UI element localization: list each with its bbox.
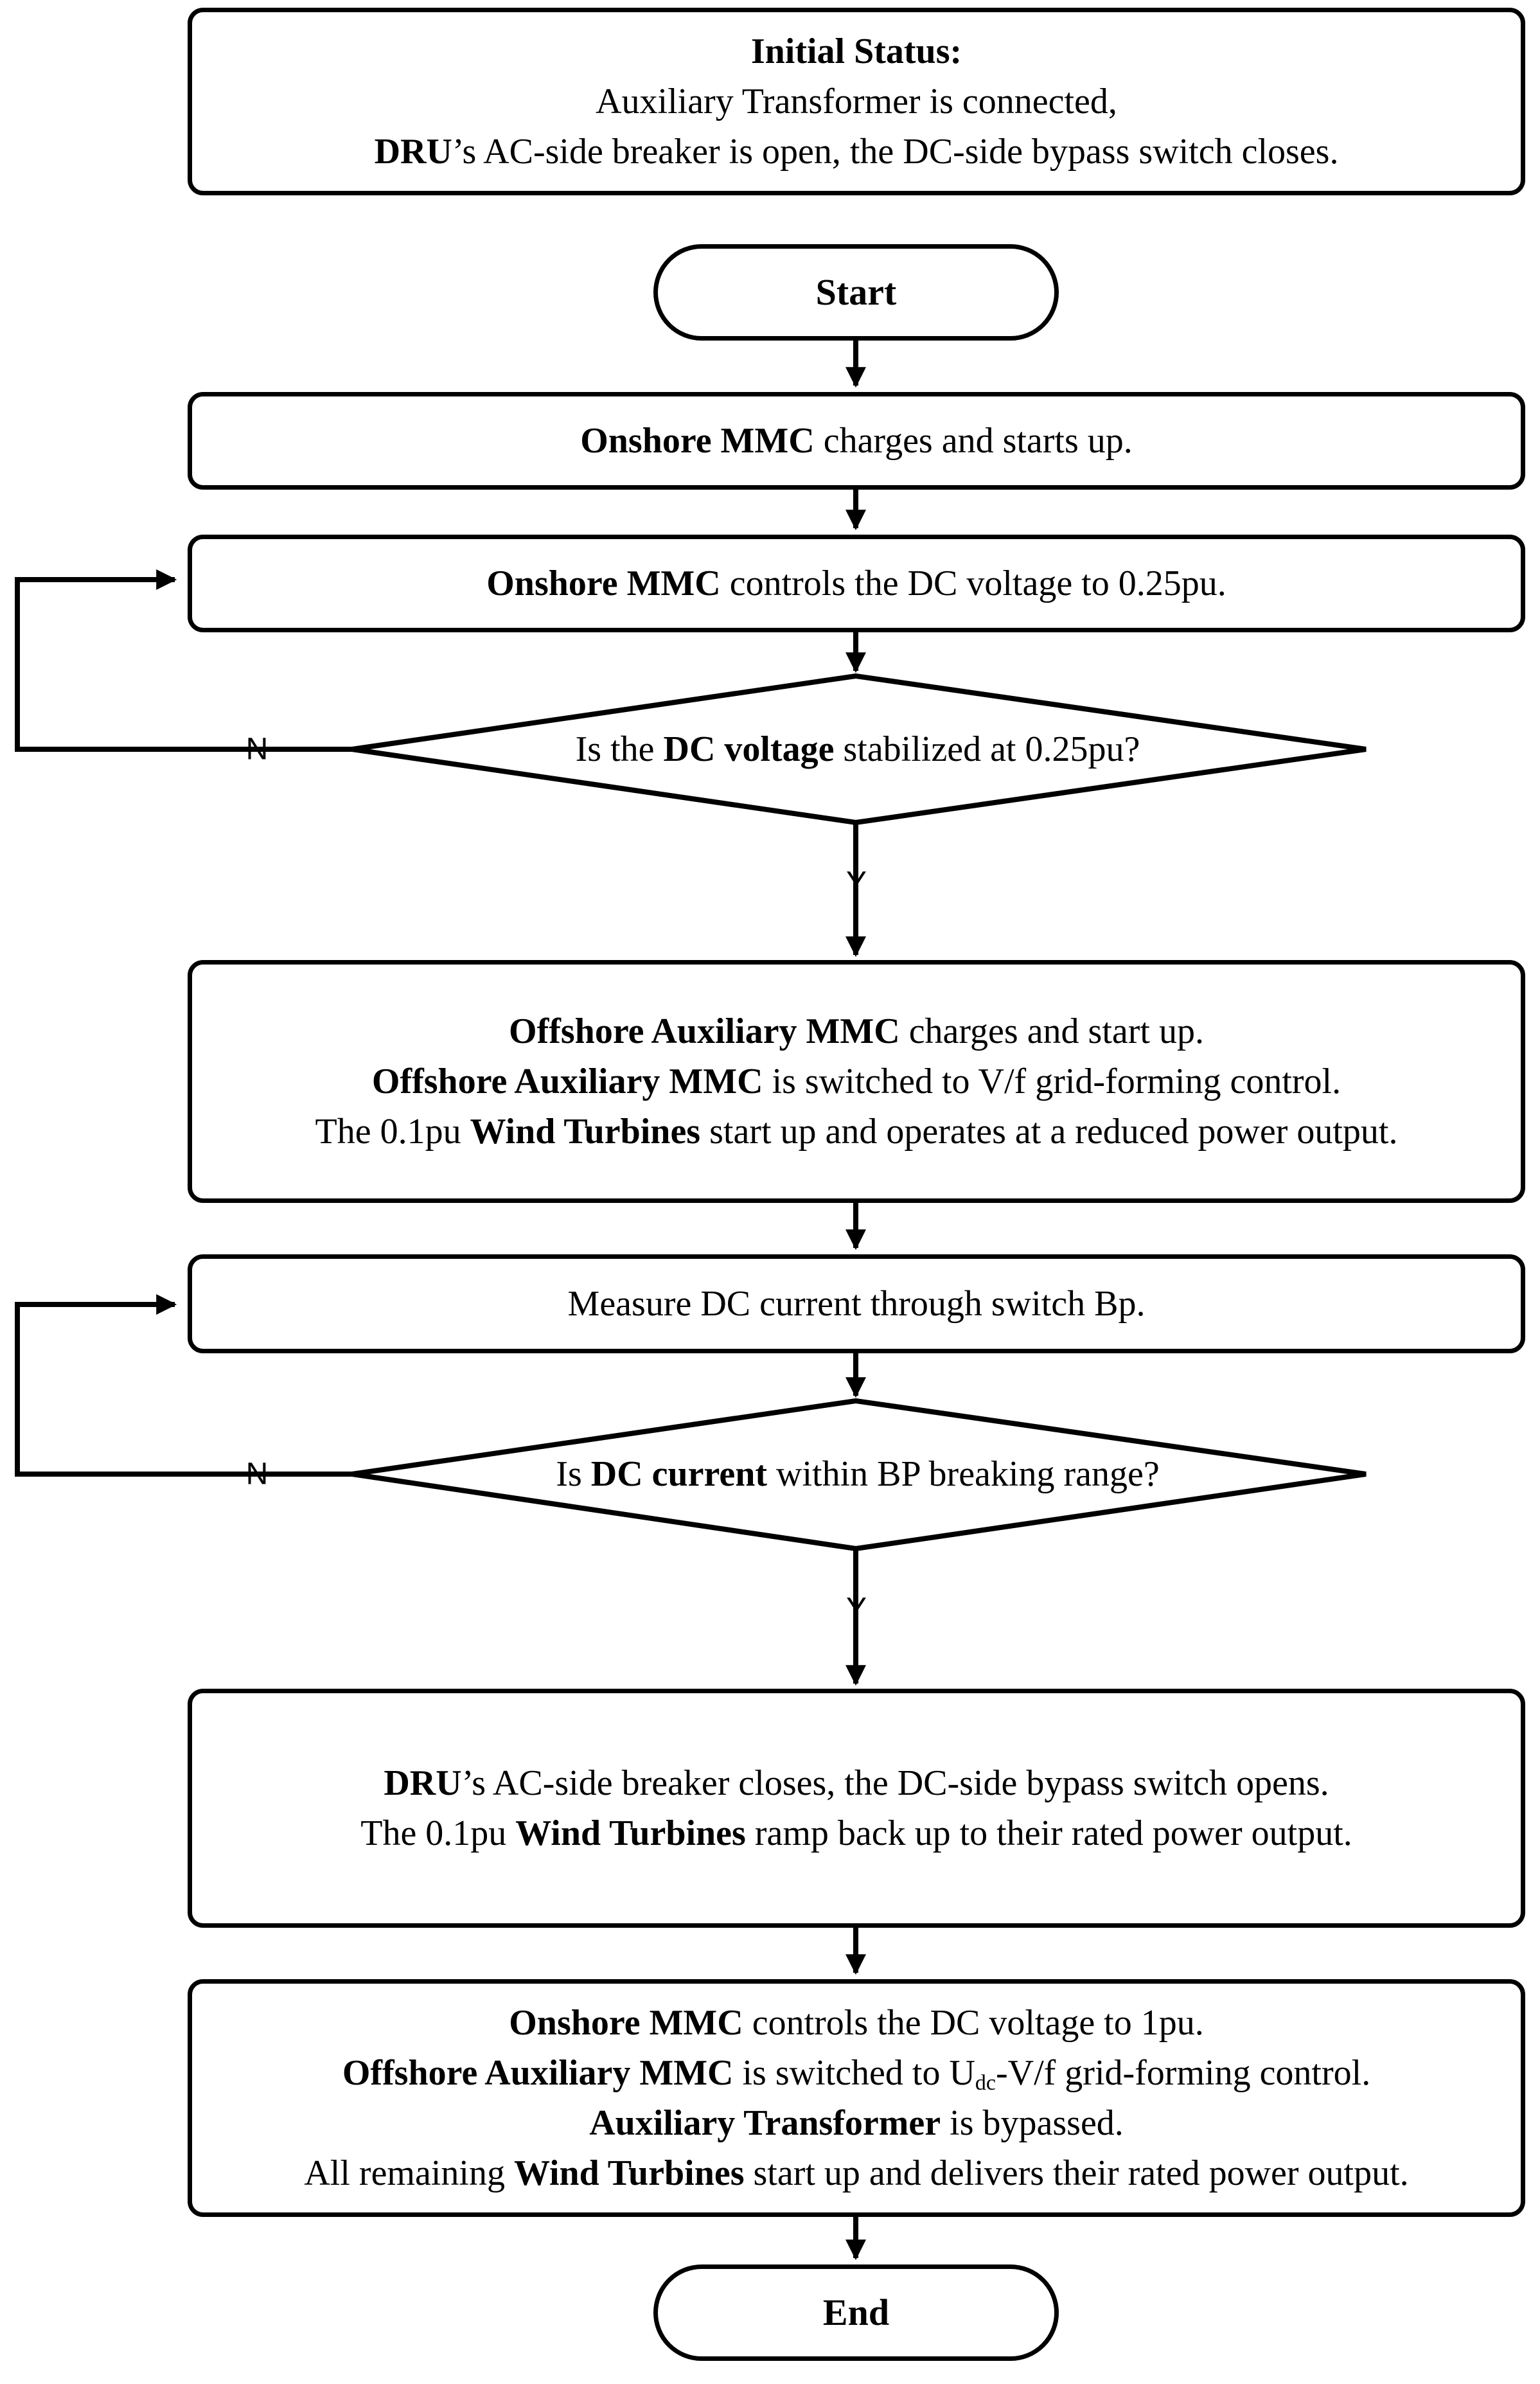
- step-onshore-mmc-startup: Onshore MMC charges and starts up.: [188, 392, 1525, 490]
- step1-bold: Onshore MMC: [580, 421, 815, 461]
- step2-text: Onshore MMC controls the DC voltage to 0…: [486, 558, 1226, 609]
- loop-decision2-no: [15, 1294, 292, 1477]
- step6-line2-mid: is switched to U: [733, 2053, 975, 2093]
- start-label: Start: [815, 271, 897, 313]
- step1-text: Onshore MMC charges and starts up.: [580, 416, 1133, 466]
- step5-line1-bold: DRU: [384, 1763, 462, 1803]
- step6-line3: Auxiliary Transformer is bypassed.: [589, 2098, 1124, 2148]
- end-terminal: End: [653, 2264, 1059, 2361]
- step5-line1: DRU’s AC-side breaker closes, the DC-sid…: [384, 1758, 1329, 1808]
- step3-line2-bold: Offshore Auxiliary MMC: [371, 1062, 763, 1101]
- decision1-post: stabilized at 0.25pu?: [834, 729, 1140, 769]
- step6-line4: All remaining Wind Turbines start up and…: [304, 2148, 1408, 2198]
- step6-line1: Onshore MMC controls the DC voltage to 1…: [509, 1998, 1204, 2048]
- step3-line2: Offshore Auxiliary MMC is switched to V/…: [372, 1056, 1341, 1107]
- decision2-yes-label: Y: [845, 1592, 867, 1626]
- decision1-bold: DC voltage: [663, 729, 835, 769]
- step2-rest: controls the DC voltage to 0.25pu.: [720, 564, 1226, 603]
- step3-line1: Offshore Auxiliary MMC charges and start…: [509, 1006, 1204, 1056]
- step6-line1-bold: Onshore MMC: [509, 2003, 743, 2043]
- decision1-yes-label: Y: [845, 866, 867, 900]
- initial-status-title: Initial Status:: [750, 31, 962, 71]
- loop-decision1-no: [15, 569, 292, 752]
- step-measure-dc-current: Measure DC current through switch Bp.: [188, 1254, 1525, 1353]
- dru-label: DRU: [374, 132, 452, 172]
- step1-rest: charges and starts up.: [814, 421, 1133, 461]
- decision2-no-label: N: [245, 1457, 269, 1491]
- decision2-post: within BP breaking range?: [767, 1454, 1160, 1494]
- step-dru-breaker-closes: DRU’s AC-side breaker closes, the DC-sid…: [188, 1689, 1525, 1928]
- decision2-pre: Is: [556, 1454, 591, 1494]
- step-offshore-aux-mmc-startup: Offshore Auxiliary MMC charges and start…: [188, 960, 1525, 1203]
- step3-line3-bold: Wind Turbines: [470, 1112, 701, 1152]
- decision1-pre: Is the: [575, 729, 664, 769]
- step3-line1-rest: charges and start up.: [899, 1011, 1204, 1051]
- start-terminal: Start: [653, 244, 1059, 341]
- step6-line3-rest: is bypassed.: [941, 2103, 1124, 2143]
- decision1-no-label: N: [245, 732, 269, 767]
- step6-line2-rest: -V/f grid-forming control.: [996, 2053, 1371, 2093]
- step3-line3-pre: The 0.1pu: [315, 1112, 470, 1152]
- decision2-text: Is DC current within BP breaking range?: [556, 1449, 1159, 1499]
- step6-line4-bold: Wind Turbines: [513, 2153, 745, 2193]
- step6-line1-rest: controls the DC voltage to 1pu.: [743, 2003, 1204, 2043]
- step5-line1-rest: ’s AC-side breaker closes, the DC-side b…: [461, 1763, 1329, 1803]
- decision1-diamond: [351, 673, 1367, 826]
- initial-status-line3-rest: ’s AC-side breaker is open, the DC-side …: [452, 132, 1339, 172]
- step5-line2-bold: Wind Turbines: [515, 1813, 746, 1853]
- initial-status-line2: Auxiliary Transformer is connected,: [596, 82, 1117, 121]
- step5-line2-pre: The 0.1pu: [360, 1813, 516, 1853]
- step6-line2-sub: dc: [975, 2071, 996, 2095]
- step5-line2: The 0.1pu Wind Turbines ramp back up to …: [360, 1808, 1352, 1858]
- step6-line4-rest: start up and delivers their rated power …: [744, 2153, 1409, 2193]
- step2-bold: Onshore MMC: [486, 564, 721, 603]
- step4-text: Measure DC current through switch Bp.: [567, 1284, 1146, 1324]
- initial-status-line3: DRU’s AC-side breaker is open, the DC-si…: [375, 127, 1339, 177]
- decision1-text: Is the DC voltage stabilized at 0.25pu?: [576, 724, 1140, 774]
- initial-status-box: Initial Status: Auxiliary Transformer is…: [188, 8, 1525, 195]
- decision2-bold: DC current: [590, 1454, 768, 1494]
- step6-line4-pre: All remaining: [304, 2153, 514, 2193]
- step3-line2-rest: is switched to V/f grid-forming control.: [763, 1062, 1341, 1101]
- step6-line3-bold: Auxiliary Transformer: [589, 2103, 941, 2143]
- end-label: End: [822, 2291, 890, 2333]
- step3-line3-rest: start up and operates at a reduced power…: [700, 1112, 1398, 1152]
- decision2-diamond: [351, 1398, 1367, 1552]
- step6-line2: Offshore Auxiliary MMC is switched to Ud…: [342, 2048, 1370, 2098]
- step6-line2-bold: Offshore Auxiliary MMC: [342, 2053, 734, 2093]
- step-full-power-operation: Onshore MMC controls the DC voltage to 1…: [188, 1979, 1525, 2217]
- step-dc-voltage-control: Onshore MMC controls the DC voltage to 0…: [188, 535, 1525, 632]
- step3-line1-bold: Offshore Auxiliary MMC: [509, 1011, 900, 1051]
- step3-line3: The 0.1pu Wind Turbines start up and ope…: [315, 1107, 1398, 1157]
- step5-line2-rest: ramp back up to their rated power output…: [745, 1813, 1352, 1853]
